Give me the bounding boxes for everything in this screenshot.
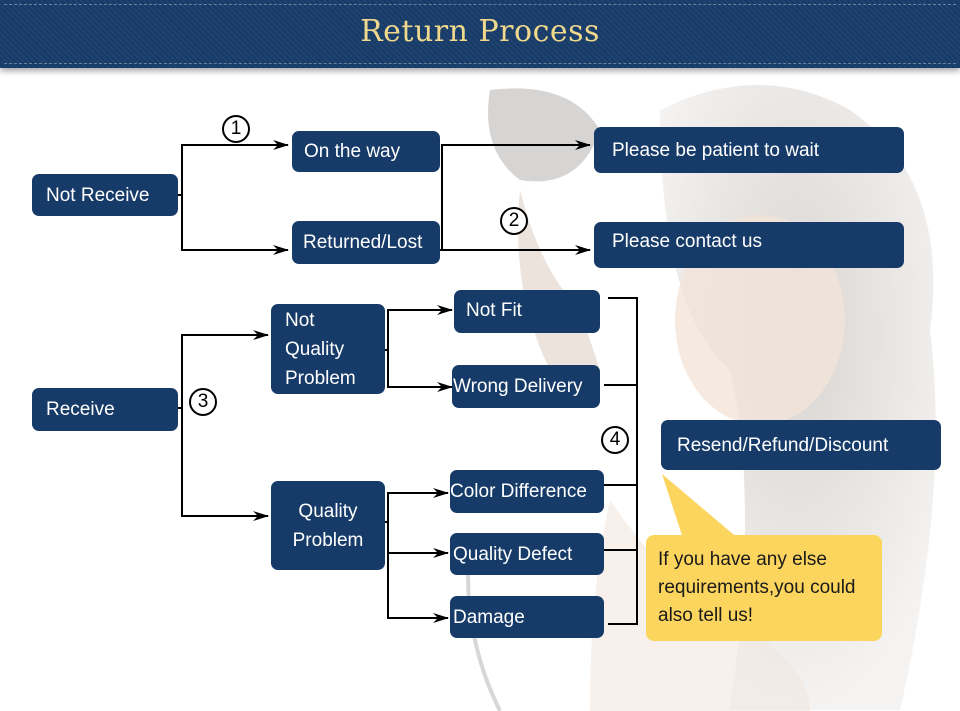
info-bubble: If you have any else requirements,you co…: [646, 535, 882, 641]
damage-box: Damage: [450, 596, 604, 638]
quality-defect-box: Quality Defect: [450, 533, 604, 575]
be-patient-box: Please be patient to wait: [594, 127, 904, 173]
wrong-delivery-box: Wrong Delivery: [452, 365, 600, 408]
contact-us-box: Please contact us: [594, 222, 904, 268]
step-marker-1: 1: [222, 115, 250, 143]
resend-refund-discount-box: Resend/Refund/Discount: [661, 420, 941, 470]
step-marker-2: 2: [500, 207, 528, 235]
receive-box: Receive: [32, 388, 178, 431]
quality-problem-box: Quality Problem: [271, 481, 385, 570]
not-fit-box: Not Fit: [454, 290, 600, 333]
on-the-way-box: On the way: [292, 131, 440, 172]
step-marker-4: 4: [601, 426, 629, 454]
returned-lost-box: Returned/Lost: [292, 221, 440, 264]
page-title: Return Process: [360, 14, 600, 49]
header-banner: Return Process: [0, 0, 960, 68]
step-marker-3: 3: [189, 388, 217, 416]
color-difference-box: Color Difference: [450, 470, 604, 513]
not-receive-box: Not Receive: [32, 174, 178, 216]
not-quality-problem-box: Not Quality Problem: [271, 304, 385, 394]
